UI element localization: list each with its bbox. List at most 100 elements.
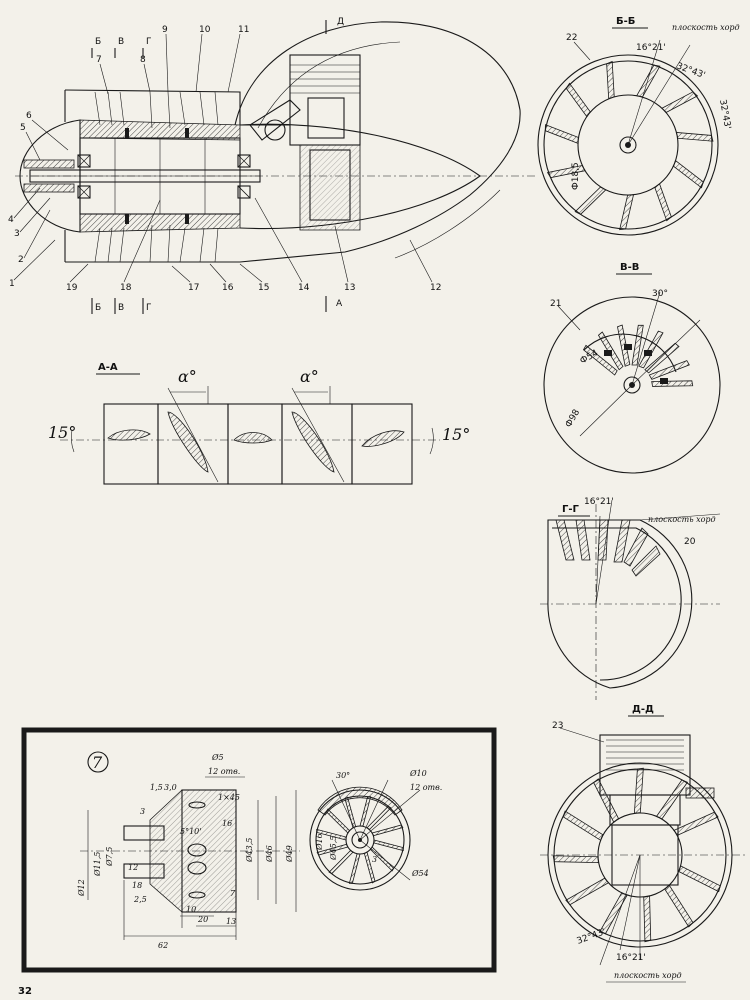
section-g-title: Г-Г (562, 504, 580, 515)
callout-15: 15 (258, 283, 269, 293)
cut-mark-v-bot: В (118, 303, 124, 313)
dim-d46: Ø46 (265, 845, 274, 863)
chord-plane-d: плоскость хорд (614, 971, 682, 980)
dim-c7: 7 (230, 889, 236, 898)
vane (643, 895, 652, 943)
cut-mark-g-bot: Г (146, 303, 152, 313)
dim-chamfer: 1×45 (218, 793, 240, 802)
dim-d12: Ø12 (77, 879, 86, 897)
vane (373, 839, 404, 852)
vane (328, 850, 354, 875)
dim-c30: 3,0 (164, 783, 177, 792)
vane (565, 82, 591, 118)
vane (664, 884, 694, 928)
callout-16: 16 (222, 283, 234, 293)
vane (638, 330, 664, 369)
dim-c25: 2,5 (133, 895, 147, 904)
dia-b: Ф18,5 (571, 162, 581, 190)
dia-v-outer: Ф98 (564, 408, 582, 430)
vane (654, 183, 672, 222)
angle-15-left: 15° (48, 423, 76, 442)
callout-18: 18 (120, 283, 132, 293)
detail-side-dims: Ø5 12 отв. 1,5 3,0 1×45 3 5°10' 16 Ø43,5… (77, 753, 297, 950)
vane (673, 811, 719, 836)
dim-c13: 13 (226, 917, 236, 926)
vane (565, 877, 610, 906)
vane (348, 853, 361, 884)
dim-c12: 12 (128, 863, 138, 872)
alpha-label-2: α° (300, 367, 319, 386)
section-b-title: Б-Б (616, 16, 635, 27)
vane (606, 60, 615, 100)
vane (363, 851, 376, 884)
vane (359, 796, 372, 827)
alpha-label-1: α° (178, 367, 197, 386)
vane (371, 824, 404, 837)
cut-mark-v-top: В (118, 37, 124, 47)
dim-d75: Ø7,5 (105, 847, 114, 867)
vane (552, 855, 600, 864)
vane (655, 779, 689, 820)
angle-b-3: 32°43' (717, 99, 732, 130)
callout-22: 22 (566, 33, 577, 43)
end-angle: 30° (336, 771, 350, 780)
vane (599, 892, 628, 935)
vane (574, 186, 607, 215)
vane (651, 380, 694, 387)
end-holes12: 12 отв. (410, 783, 442, 792)
dim-c10: 10 (186, 905, 196, 914)
callout-14: 14 (298, 283, 310, 293)
callout-4: 4 (8, 215, 14, 225)
vane (562, 810, 604, 841)
cut-mark-b-top: Б (95, 37, 101, 47)
end-d16: Ø16 (315, 833, 324, 851)
angle-b-1: 16°21' (636, 43, 666, 53)
dim-c15: 1,5 (150, 783, 163, 792)
callout-5: 5 (20, 123, 26, 133)
end-d455: Ø45,5 (329, 836, 338, 861)
dim-d5: Ø5 (211, 753, 224, 762)
dim-holes12: 12 отв. (208, 767, 240, 776)
vane (344, 796, 357, 829)
callout-8: 8 (140, 55, 146, 65)
cut-mark-d-top: Д (337, 17, 344, 27)
vane (619, 194, 635, 231)
vane (316, 843, 349, 856)
cut-mark-a-bot: А (336, 299, 343, 309)
end-d10: Ø10 (409, 769, 427, 778)
vane (546, 165, 586, 179)
dim-c18: 18 (132, 881, 142, 890)
angle-d-2: 16°21' (616, 953, 646, 963)
dim-angle: 5°10' (180, 827, 201, 836)
callout-17: 17 (188, 283, 199, 293)
dim-d115: Ø11,5 (93, 852, 102, 877)
angle-v: 30° (652, 289, 668, 299)
section-a-title: А-А (98, 362, 118, 373)
vane (316, 828, 347, 841)
section-d-title: Д-Д (632, 704, 654, 715)
dim-d435: Ø43,5 (245, 838, 254, 863)
vane (631, 324, 644, 366)
page-number: 32 (18, 986, 32, 997)
callout-12: 12 (430, 283, 441, 293)
callout-2: 2 (18, 255, 24, 265)
dim-c62: 62 (158, 941, 168, 950)
angle-15-right: 15° (442, 425, 470, 444)
detail-end-view: 30° Ø10 12 отв. Ø16 Ø45,5 3 Ø54 (309, 769, 442, 891)
detail-side-view (80, 789, 300, 913)
callout-11: 11 (238, 25, 249, 35)
callout-7: 7 (96, 55, 102, 65)
vane (661, 91, 699, 113)
angle-g: 16°21' (584, 497, 614, 507)
vane (582, 344, 618, 376)
angle-d-1: 32°43' (576, 927, 608, 947)
vane (675, 131, 714, 142)
chord-plane-b: плоскость хорд (672, 23, 740, 32)
section-g-g: Г-Г 16°21' плоскость хорд 20 (540, 497, 721, 700)
callout-9: 9 (162, 25, 168, 35)
dim-c16: 16 (222, 819, 232, 828)
dim-d49: Ø49 (285, 845, 294, 863)
vane (678, 865, 721, 893)
dim-c3: 3 (140, 807, 145, 816)
